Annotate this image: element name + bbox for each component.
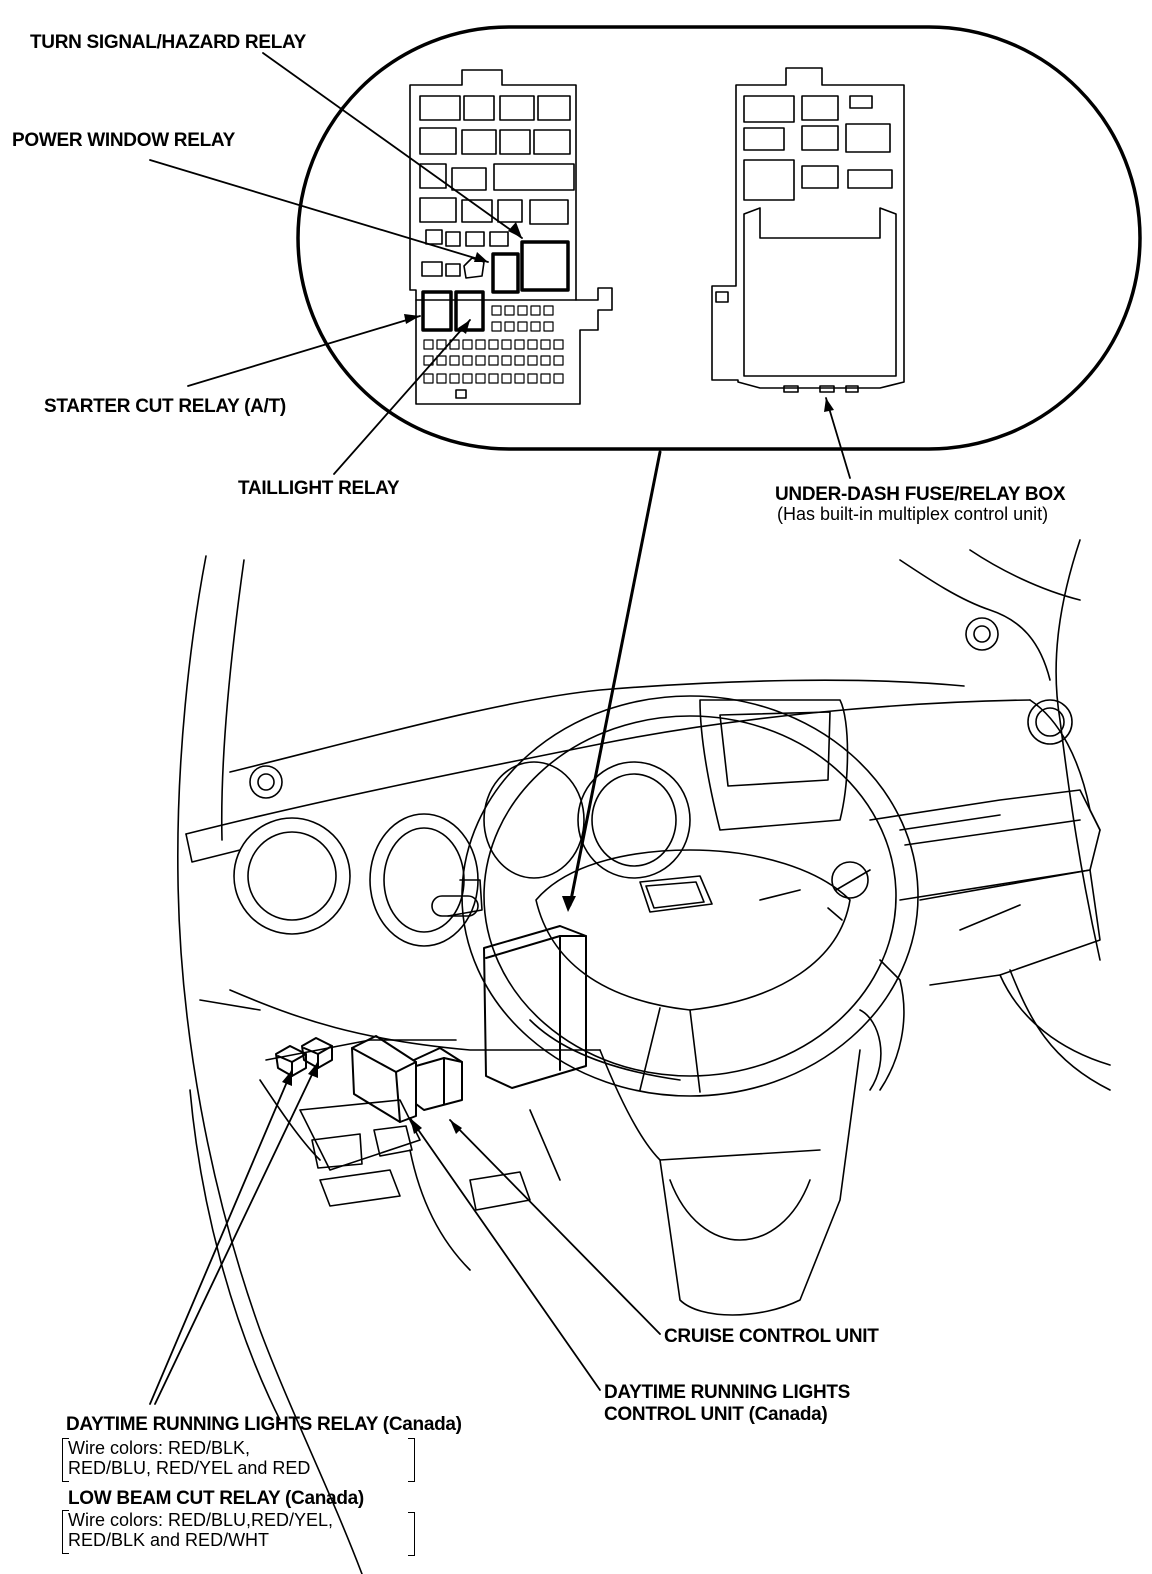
low-beam-wires-line2: RED/BLK and RED/WHT bbox=[68, 1530, 270, 1550]
under-dash-box bbox=[711, 67, 905, 393]
leader-lines bbox=[149, 52, 851, 1405]
drl-relay-bracket-right bbox=[408, 1438, 415, 1482]
drl-relay-wires-line2: RED/BLU, RED/YEL and RED bbox=[68, 1458, 311, 1478]
drl-relay-wire-colors: Wire colors: RED/BLK, RED/BLU, RED/YEL a… bbox=[64, 1438, 310, 1478]
under-dash-box-note: (Has built-in multiplex control unit) bbox=[777, 504, 1049, 524]
dashboard-illustration bbox=[177, 539, 1111, 1574]
starter-cut-relay-label: STARTER CUT RELAY (A/T) bbox=[44, 396, 286, 417]
drl-control-unit-label-line1: DAYTIME RUNNING LIGHTS bbox=[604, 1382, 851, 1403]
taillight-relay-label: TAILLIGHT RELAY bbox=[238, 478, 400, 499]
drl-control-unit-label-line2: CONTROL UNIT (Canada) bbox=[604, 1404, 828, 1425]
drl-relay-bracket-left bbox=[62, 1438, 69, 1482]
detail-inset bbox=[296, 25, 1142, 451]
drl-relay-label: DAYTIME RUNNING LIGHTS RELAY (Canada) bbox=[66, 1414, 462, 1435]
under-dash-box-label: UNDER-DASH FUSE/RELAY BOX bbox=[775, 484, 1066, 505]
low-beam-wires-line1: Wire colors: RED/BLU,RED/YEL, bbox=[68, 1510, 334, 1530]
fuse-box-left bbox=[409, 69, 613, 405]
drl-relay-wires-line1: Wire colors: RED/BLK, bbox=[68, 1438, 251, 1458]
low-beam-bracket-right bbox=[408, 1512, 415, 1556]
low-beam-cut-relay-label: LOW BEAM CUT RELAY (Canada) bbox=[68, 1488, 364, 1509]
low-beam-wire-colors: Wire colors: RED/BLU,RED/YEL, RED/BLK an… bbox=[64, 1510, 333, 1550]
low-beam-bracket-left bbox=[62, 1510, 69, 1554]
cruise-control-unit-label: CRUISE CONTROL UNIT bbox=[664, 1326, 879, 1347]
power-window-relay-label: POWER WINDOW RELAY bbox=[12, 130, 235, 151]
turn-signal-hazard-relay-label: TURN SIGNAL/HAZARD RELAY bbox=[30, 32, 307, 53]
